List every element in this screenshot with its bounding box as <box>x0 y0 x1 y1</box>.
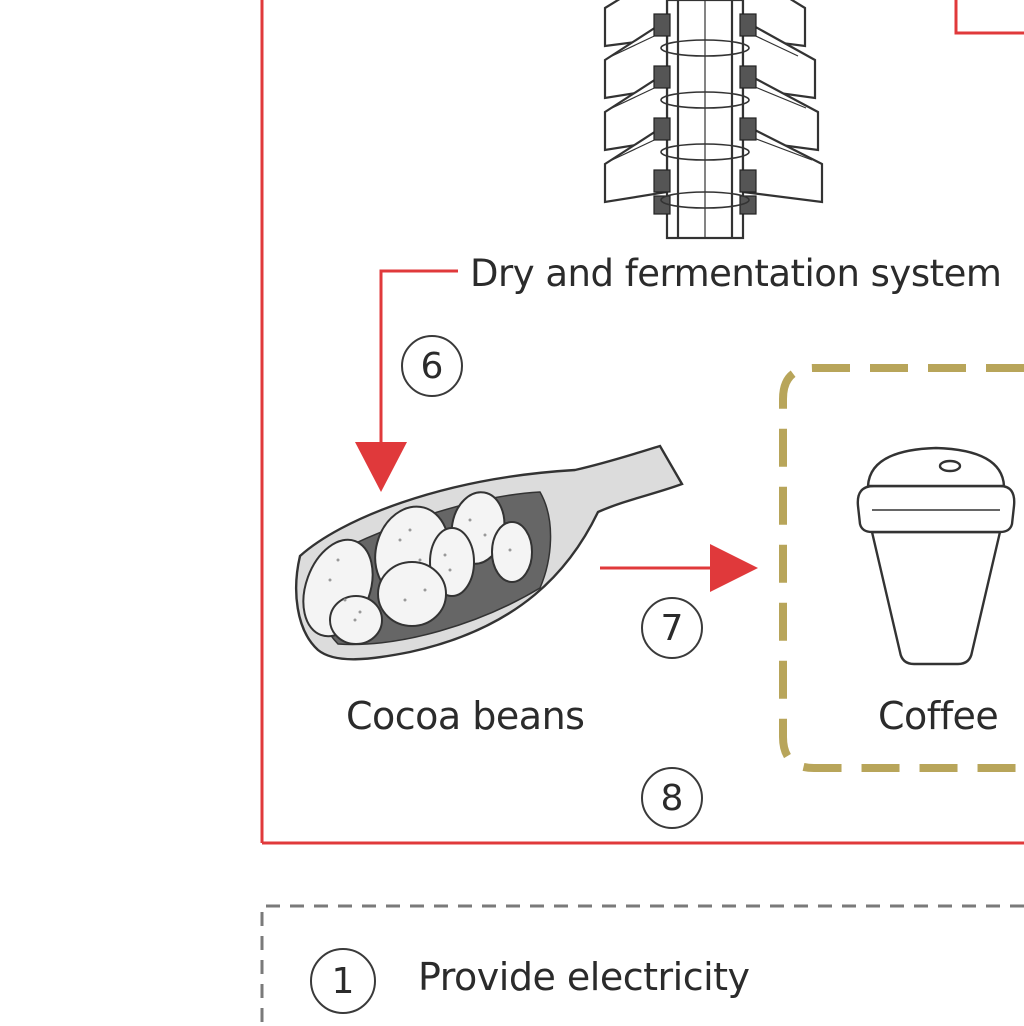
cocoa-label: Cocoa beans <box>346 694 585 738</box>
arrow-cocoa-to-coffee <box>600 544 758 592</box>
cocoa-pod-icon <box>295 444 684 661</box>
process-frame <box>260 0 1024 845</box>
arrow-dryer-to-cocoa <box>355 269 458 492</box>
coffee-cup-icon <box>856 446 1016 666</box>
legend-frame <box>260 904 1024 1026</box>
dryer-label: Dry and fermentation system <box>470 252 1002 295</box>
legend-item-1-badge: 1 <box>310 948 376 1014</box>
step-8-badge: 8 <box>641 767 703 829</box>
fermentation-tower-icon <box>603 0 824 240</box>
legend-item-1-text: Provide electricity <box>418 955 750 999</box>
step-6-badge: 6 <box>401 335 463 397</box>
step-7-badge: 7 <box>641 597 703 659</box>
coffee-label: Coffee <box>878 694 999 738</box>
product-frame <box>779 364 1024 772</box>
